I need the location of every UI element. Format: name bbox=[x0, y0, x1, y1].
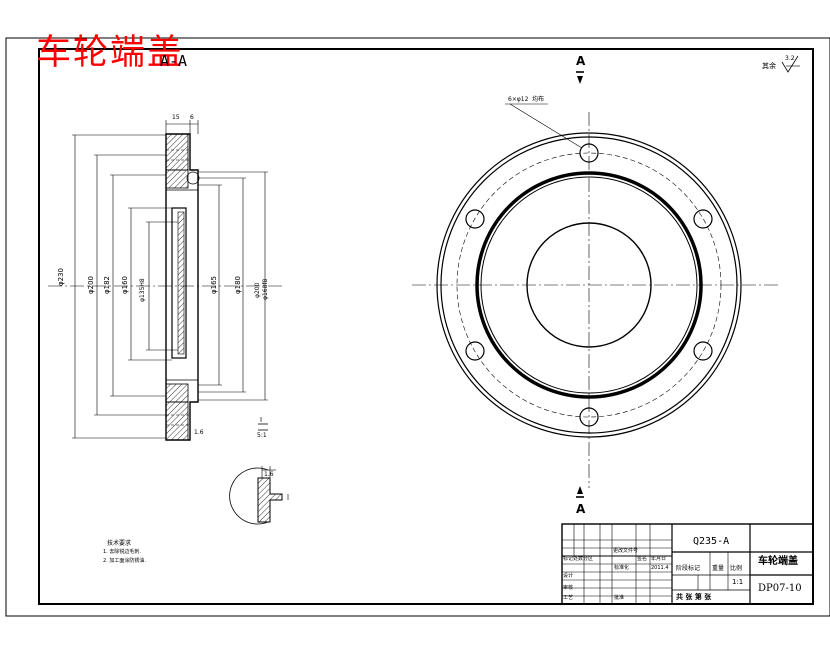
notes-line-1: 1. 去除锐边毛刺. bbox=[103, 549, 141, 555]
tb-row-label-4: 工艺 bbox=[563, 595, 574, 601]
dim-d8: φ200 bbox=[254, 282, 261, 298]
section-view bbox=[48, 120, 282, 441]
dim-d3: φ182 bbox=[103, 276, 111, 294]
bolt-hole bbox=[693, 209, 713, 229]
detail-dimension: 1.6 bbox=[264, 471, 274, 478]
bolt-hole bbox=[579, 143, 599, 163]
tb-sig-name: 签名 bbox=[637, 556, 648, 562]
hole-callout: 6×φ12 bbox=[508, 96, 529, 103]
hole-callout-suffix: 均布 bbox=[532, 96, 545, 103]
tb-material: Q235-A bbox=[693, 536, 730, 547]
detail-view bbox=[229, 466, 289, 525]
front-view bbox=[412, 55, 800, 498]
detail-scale-ratio: 5:1 bbox=[257, 432, 267, 439]
bolt-hole bbox=[579, 407, 599, 427]
notes-heading: 技术要求 bbox=[107, 540, 132, 547]
tb-row-label-1: 标记处数分区 bbox=[563, 556, 594, 562]
inner-border bbox=[38, 48, 814, 605]
tb-scale: 1:1 bbox=[732, 578, 744, 586]
dim-d6: φ165 bbox=[210, 276, 218, 294]
tb-scale-label: 比例 bbox=[730, 565, 743, 572]
dim-d2: φ200 bbox=[87, 276, 95, 294]
tb-row-label-3: 审核 bbox=[563, 585, 574, 591]
notes-line-2: 2. 加工面涂防锈油. bbox=[103, 558, 146, 564]
dim-d7: φ180 bbox=[234, 276, 242, 294]
roughness-note: 其余 bbox=[762, 62, 776, 70]
dim-d9: φ168f8 bbox=[262, 278, 269, 300]
detail-scale-label: I bbox=[260, 416, 263, 424]
outer-border bbox=[5, 37, 830, 617]
tb-weight-label: 重量 bbox=[712, 565, 725, 572]
tb-part-name: 车轮端盖 bbox=[758, 556, 798, 567]
section-label: A-A bbox=[160, 52, 188, 70]
tb-row-label-2: 设计 bbox=[563, 573, 574, 579]
dim-d1: φ230 bbox=[57, 268, 65, 286]
tb-stage-label: 阶段标记 bbox=[676, 565, 701, 572]
drawing-title-red: 车轮端盖 bbox=[36, 33, 185, 73]
dim-top-2: 6 bbox=[190, 114, 194, 121]
tb-standard: 标准化 bbox=[614, 565, 630, 571]
tb-sheets: 共 张 第 张 bbox=[676, 593, 712, 601]
bolt-hole bbox=[465, 209, 485, 229]
bolt-hole bbox=[465, 341, 485, 361]
dim-d5: φ135H8 bbox=[139, 278, 146, 302]
dim-top-1: 15 bbox=[172, 114, 180, 121]
section-marker-bottom: A bbox=[576, 502, 586, 516]
tb-drawing-no: DP07-10 bbox=[758, 583, 802, 594]
dim-d4: φ160 bbox=[121, 276, 129, 294]
tb-date: 2011.4 bbox=[651, 565, 669, 571]
tb-sig-date: 年月日 bbox=[651, 556, 667, 562]
section-marker-top: A bbox=[576, 54, 586, 68]
bolt-hole bbox=[693, 341, 713, 361]
tb-approve: 批准 bbox=[614, 595, 625, 601]
title-block bbox=[561, 523, 814, 605]
detail-dimension-2: 1.6 bbox=[194, 429, 204, 436]
tb-sig-change: 更改文件号 bbox=[613, 548, 639, 554]
roughness-value: 3.2 bbox=[785, 55, 795, 62]
